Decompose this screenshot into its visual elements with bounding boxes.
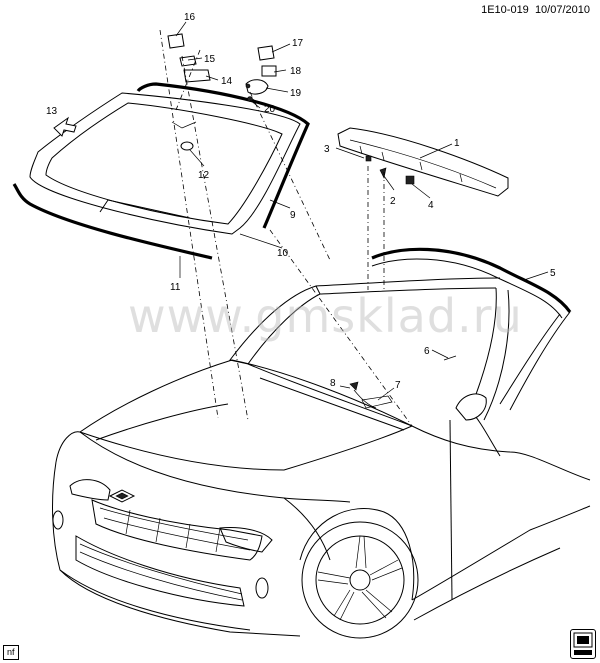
direction-arrow bbox=[53, 116, 77, 137]
callout-labels: 1 2 3 4 5 6 7 8 9 10 11 12 13 14 15 16 1… bbox=[46, 12, 556, 391]
publisher-seal-icon bbox=[570, 629, 596, 659]
callout-16: 16 bbox=[184, 12, 196, 23]
callout-4: 4 bbox=[428, 200, 434, 211]
callout-13: 13 bbox=[46, 106, 58, 117]
callout-1: 1 bbox=[454, 138, 460, 149]
watermark-text: www.gmsklad.ru bbox=[128, 289, 523, 343]
callout-9: 9 bbox=[290, 210, 296, 221]
car-body bbox=[52, 247, 591, 639]
callout-2: 2 bbox=[390, 196, 396, 207]
diagram-id-code: 1E10-019 bbox=[481, 4, 529, 16]
diagram-date: 10/07/2010 bbox=[534, 4, 590, 16]
callout-15: 15 bbox=[204, 54, 216, 65]
callout-3: 3 bbox=[324, 144, 330, 155]
callout-20: 20 bbox=[264, 104, 276, 115]
callout-leaders bbox=[175, 21, 549, 401]
callout-17: 17 bbox=[292, 38, 304, 49]
callout-14: 14 bbox=[221, 76, 233, 87]
callout-18: 18 bbox=[290, 66, 302, 77]
windshield-glass bbox=[29, 92, 301, 235]
callout-7: 7 bbox=[395, 380, 401, 391]
callout-5: 5 bbox=[550, 268, 556, 279]
callout-19: 19 bbox=[290, 88, 302, 99]
callout-11: 11 bbox=[170, 282, 181, 293]
callout-8: 8 bbox=[330, 378, 336, 389]
diagram-header: 1E10-019 10/07/2010 bbox=[481, 4, 590, 16]
upper-molding bbox=[136, 82, 310, 229]
reference-lines bbox=[159, 29, 413, 427]
footer-code: nf bbox=[3, 645, 19, 660]
callout-10: 10 bbox=[277, 248, 289, 259]
header-trim-panel bbox=[337, 127, 509, 197]
mirror-bracket-parts bbox=[167, 33, 277, 102]
callout-12: 12 bbox=[198, 170, 210, 181]
lower-molding bbox=[12, 183, 213, 260]
callout-6: 6 bbox=[424, 346, 430, 357]
